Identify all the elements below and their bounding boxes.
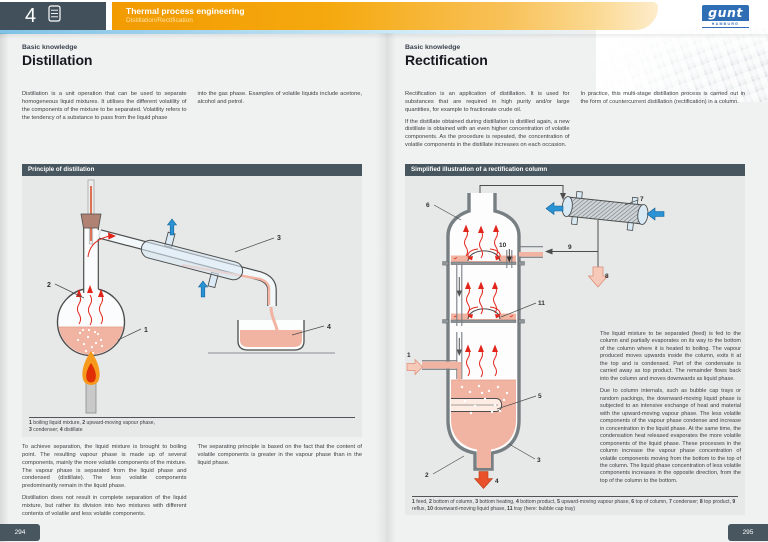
blue-accent-strip: [0, 30, 600, 34]
callout-2: 2: [425, 472, 429, 479]
left-figure-caption: 1 boiling liquid mixture, 2 upward-movin…: [29, 417, 355, 434]
paragraph: To achieve separation, the liquid mixtur…: [22, 444, 187, 490]
spine-shading: [376, 33, 396, 542]
paragraph: into the gas phase. Examples of volatile…: [197, 91, 363, 105]
left-kicker: Basic knowledge: [22, 44, 78, 51]
page-edge-shading: [0, 33, 9, 542]
feed-pipe: [422, 360, 458, 370]
right-intro-columns: Rectification is an application of disti…: [405, 91, 745, 154]
paragraph: Due to column internals, such as bubble …: [600, 388, 741, 484]
left-figure-header: Principle of distillation: [22, 164, 362, 176]
paragraph: Distillation does not result in complete…: [22, 495, 187, 517]
callout-4: 4: [327, 324, 331, 331]
right-page-title: Rectification: [405, 52, 488, 68]
reflux-piping: [545, 220, 599, 267]
column-sump: [451, 379, 516, 468]
right-figure-caption: 1 feed, 2 bottom of column, 3 bottom hea…: [412, 496, 738, 513]
callout-10: 10: [499, 242, 507, 249]
callout-9: 9: [568, 244, 572, 251]
callout-5: 5: [538, 393, 542, 400]
bubble-cap-tray-2: [442, 306, 525, 324]
vapour-arrows: [76, 232, 116, 326]
vapour-pipe: [479, 185, 566, 200]
callout-4: 4: [495, 478, 499, 485]
distillate-dish: [237, 320, 305, 351]
rectification-diagram: 6 7 9 10 11 5 1 2 3 4 8: [406, 185, 665, 489]
distillation-diagram: 2 1 3 4: [47, 179, 335, 414]
left-body-columns: To achieve separation, the liquid mixtur…: [22, 444, 362, 523]
gunt-logo: gunt HAMBURG: [702, 5, 749, 28]
left-page-title: Distillation: [22, 52, 93, 68]
cooling-water-out-arrow: [166, 218, 178, 236]
stopper: [80, 213, 102, 229]
callout-2: 2: [47, 282, 51, 289]
page-number-right: 295: [728, 524, 768, 541]
callout-6: 6: [426, 202, 430, 209]
right-kicker: Basic knowledge: [405, 44, 461, 51]
left-body-col2: The separating principle is based on the…: [198, 444, 363, 523]
feed-arrow: [406, 358, 423, 376]
liquid-down-arrows: [456, 277, 463, 356]
cooling-water-out-arrow: [545, 201, 564, 216]
chapter-title-bar: Thermal process engineering Distillation…: [112, 2, 658, 30]
left-intro-columns: Distillation is a unit operation that ca…: [22, 91, 362, 126]
callout-1: 1: [144, 327, 148, 334]
left-body-col1: To achieve separation, the liquid mixtur…: [22, 444, 187, 523]
gunt-logo-text: gunt: [702, 5, 749, 21]
paragraph: The liquid mixture to be separated (feed…: [600, 331, 741, 382]
callout-8: 8: [605, 273, 609, 280]
column-tray-icon: [48, 5, 61, 27]
callout-3: 3: [277, 235, 281, 242]
right-figure-header: Simplified illustration of a rectificati…: [405, 164, 745, 176]
figure-labels: 2 1 3 4: [47, 235, 331, 341]
condenser: [561, 191, 649, 231]
pour-stream: [269, 306, 280, 335]
rising-vapour-arrows: [463, 224, 499, 378]
condenser-jacket: [140, 231, 244, 289]
right-figure-text: The liquid mixture to be separated (feed…: [600, 331, 741, 490]
paragraph: The separating principle is based on the…: [197, 444, 363, 466]
bunsen-burner: [82, 351, 100, 414]
gunt-logo-subtext: HAMBURG: [702, 21, 749, 28]
paragraph: If the distillate obtained during distil…: [405, 118, 570, 149]
bubble-cap-tray-1: [442, 248, 525, 266]
caption-line: 1 feed, 2 bottom of column, 3 bottom hea…: [412, 499, 736, 513]
callout-7: 7: [640, 196, 644, 203]
callout-3: 3: [537, 457, 541, 464]
top-product-arrow: [587, 266, 609, 288]
paragraph: Distillation is a unit operation that ca…: [22, 91, 187, 121]
paragraph: Rectification is an application of disti…: [405, 91, 570, 113]
chapter-number-box: 4: [0, 2, 106, 30]
page-number-left: 294: [0, 524, 40, 541]
cooling-water-in-arrow: [646, 207, 665, 221]
chapter-number: 4: [25, 5, 37, 27]
caption-line: 3 condenser; 4 distillate: [29, 427, 83, 434]
paragraph: In practice, this multi-stage distillati…: [580, 91, 746, 105]
chapter-subtitle: Distillation/Rectification: [126, 16, 193, 24]
vapour-tube: [98, 229, 280, 335]
flame-inner: [86, 363, 96, 383]
left-intro-col2: into the gas phase. Examples of volatile…: [198, 91, 363, 126]
chapter-title: Thermal process engineering: [126, 6, 245, 16]
figure-labels: 6 7 9 10 11 5 1 2 3 4 8: [407, 196, 644, 485]
reflux-port: [519, 246, 543, 258]
photo-fade-overlay: [596, 28, 768, 102]
left-intro-col1: Distillation is a unit operation that ca…: [22, 91, 187, 126]
caption-line: 1 boiling liquid mixture, 2 upward-movin…: [29, 420, 156, 426]
right-intro-col1: Rectification is an application of disti…: [405, 91, 570, 154]
callout-1: 1: [407, 352, 411, 359]
cooling-water-in-arrow: [197, 280, 209, 298]
right-intro-col2: In practice, this multi-stage distillati…: [581, 91, 746, 154]
bottom-product-arrow: [473, 471, 494, 489]
header-shadow: [0, 33, 768, 39]
callout-11: 11: [538, 300, 545, 307]
